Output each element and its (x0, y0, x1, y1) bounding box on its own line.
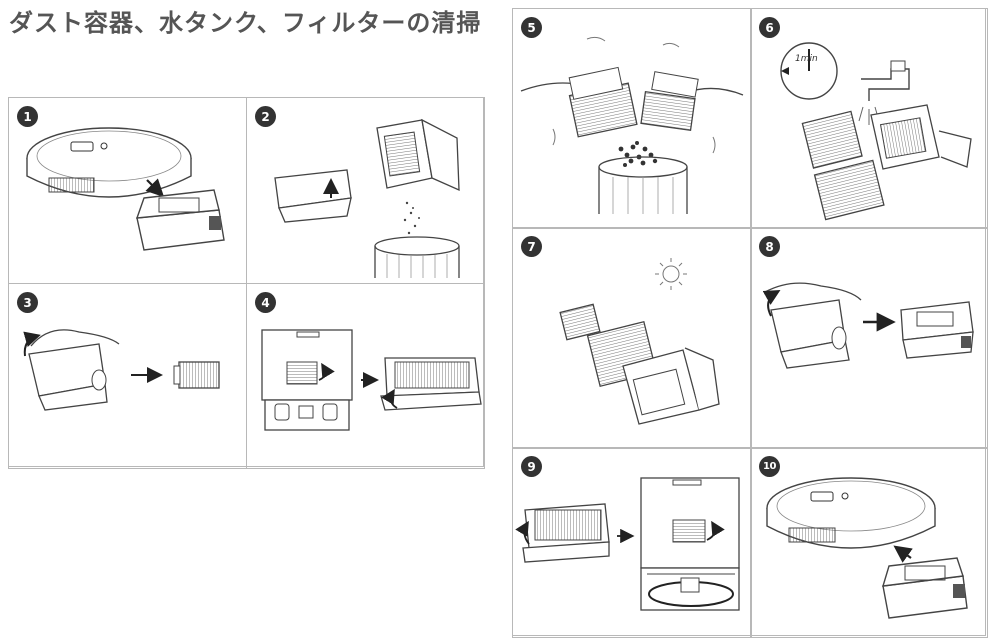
step-8-panel: 8 (750, 227, 988, 449)
step-number-badge: 6 (759, 17, 780, 38)
dust-bin-icon (762, 282, 974, 369)
step-number-badge: 5 (521, 17, 542, 38)
step-3-panel: 3 (8, 283, 247, 469)
step-10-panel: 10 (750, 447, 988, 638)
hand-icon (764, 282, 862, 301)
timer-icon: 1min (780, 42, 972, 221)
faucet-icon (858, 60, 910, 125)
step-number-badge: 7 (521, 236, 542, 257)
step-number-badge: 10 (759, 456, 780, 477)
step-6-panel: 6 1min (750, 8, 988, 229)
left-steps-grid: 1 2 (8, 97, 485, 469)
step-number-badge: 1 (17, 106, 38, 127)
filter-icon (23, 329, 220, 411)
step-number-badge: 8 (759, 236, 780, 257)
step-9-panel: 9 (512, 447, 752, 638)
step-number-badge: 9 (521, 456, 542, 477)
robot-vacuum-icon (26, 127, 225, 251)
step-1-panel: 1 (8, 97, 247, 284)
docking-station-icon (261, 329, 482, 431)
step-2-panel: 2 (246, 97, 485, 284)
dust-bin-icon (274, 118, 460, 278)
step-number-badge: 4 (255, 292, 276, 313)
right-steps-grid: 5 6 (512, 8, 988, 638)
step-number-badge: 2 (255, 106, 276, 127)
step-number-badge: 3 (17, 292, 38, 313)
timer-label: 1min (795, 54, 818, 64)
trash-can-icon (520, 36, 744, 214)
step-4-panel: 4 (246, 283, 485, 469)
robot-vacuum-icon (766, 477, 968, 619)
docking-station-icon (515, 477, 740, 611)
sun-icon (559, 258, 720, 425)
page-title: ダスト容器、水タンク、フィルターの清掃 (9, 9, 482, 37)
step-7-panel: 7 (512, 227, 752, 449)
step-5-panel: 5 (512, 8, 752, 229)
